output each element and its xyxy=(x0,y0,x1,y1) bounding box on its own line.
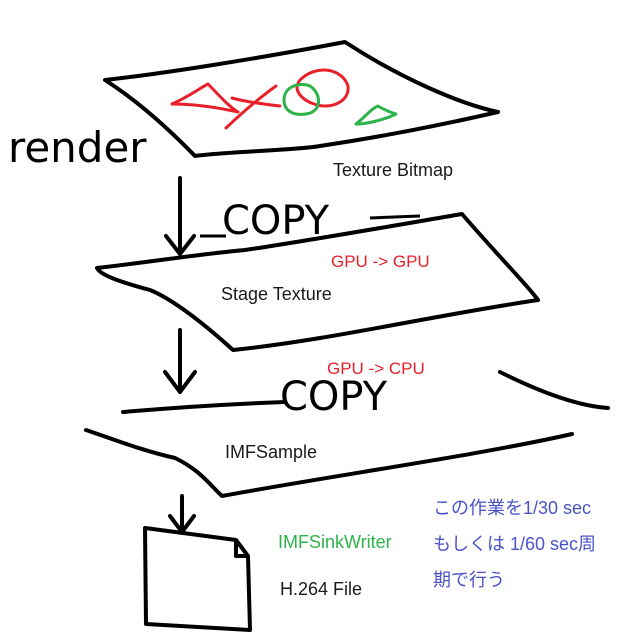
frequency-note: この作業を1/30 sec もしくは 1/60 sec周 期で行う xyxy=(433,490,596,598)
arrow-render xyxy=(164,176,196,256)
texture-bitmap-label: Texture Bitmap xyxy=(333,160,454,180)
note-line-2: もしくは 1/60 sec周 xyxy=(433,534,597,554)
file-icon xyxy=(143,526,252,632)
copy-handwritten-1: COPY xyxy=(200,198,421,244)
red-circle-sketch xyxy=(295,68,350,108)
stage-texture-label: Stage Texture xyxy=(221,284,332,304)
note-line-3: 期で行う xyxy=(433,570,505,590)
gpu-to-cpu-label: GPU -> CPU xyxy=(327,359,425,378)
sink-writer-label: IMFSinkWriter xyxy=(278,532,392,552)
arrow-copy-2 xyxy=(163,328,197,394)
svg-text:COPY: COPY xyxy=(222,198,330,244)
arrow-copy-3 xyxy=(168,494,196,534)
imfsample-label: IMFSample xyxy=(225,442,318,462)
copy-handwritten-2: COPY xyxy=(280,374,388,420)
h264-file-label: H.264 File xyxy=(280,579,363,599)
texture-bitmap-shape xyxy=(103,40,500,158)
green-circle-sketch xyxy=(282,83,320,116)
note-line-1: この作業を1/30 sec xyxy=(433,498,592,518)
green-triangle-sketch xyxy=(354,104,398,126)
gpu-to-gpu-label: GPU -> GPU xyxy=(331,252,430,271)
red-cross-sketch xyxy=(224,84,282,130)
red-triangle-sketch xyxy=(170,82,240,114)
render-handwritten: render xyxy=(8,123,147,172)
stage-texture-shape xyxy=(95,212,540,352)
imfsample-shape xyxy=(84,370,610,498)
